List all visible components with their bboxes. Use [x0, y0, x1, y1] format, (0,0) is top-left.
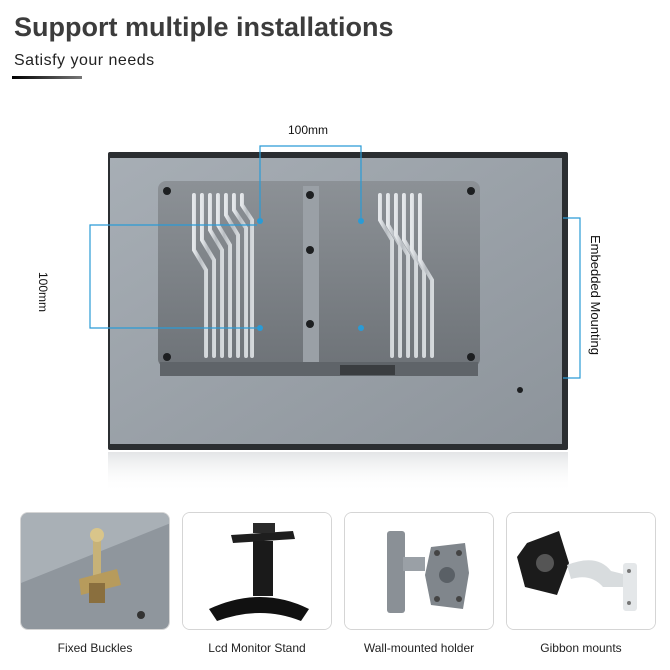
embedded-mounting-label: Embedded Mounting [588, 235, 603, 355]
dimension-vertical-label: 100mm [36, 272, 50, 313]
panel-back-diagram [89, 145, 581, 492]
monitor-stand-caption: Lcd Monitor Stand [208, 641, 306, 655]
wall-mount-card[interactable] [344, 512, 494, 630]
fixed-buckle-image [21, 513, 169, 629]
dimension-horizontal-label: 100mm [288, 123, 329, 137]
gibbon-mount-image [507, 513, 655, 629]
page-subtitle: Satisfy your needs [14, 52, 155, 69]
gibbon-mount-card[interactable] [506, 512, 656, 630]
page-title: Support multiple installations [14, 12, 394, 42]
fixed-buckles-caption: Fixed Buckles [57, 641, 133, 655]
title-underline [12, 76, 82, 79]
monitor-stand-image [183, 513, 331, 629]
gibbon-mount-caption: Gibbon mounts [540, 641, 622, 655]
wall-mount-caption: Wall-mounted holder [363, 641, 475, 655]
fixed-buckles-card[interactable] [20, 512, 170, 630]
wall-mount-image [345, 513, 493, 629]
monitor-stand-card[interactable] [182, 512, 332, 630]
